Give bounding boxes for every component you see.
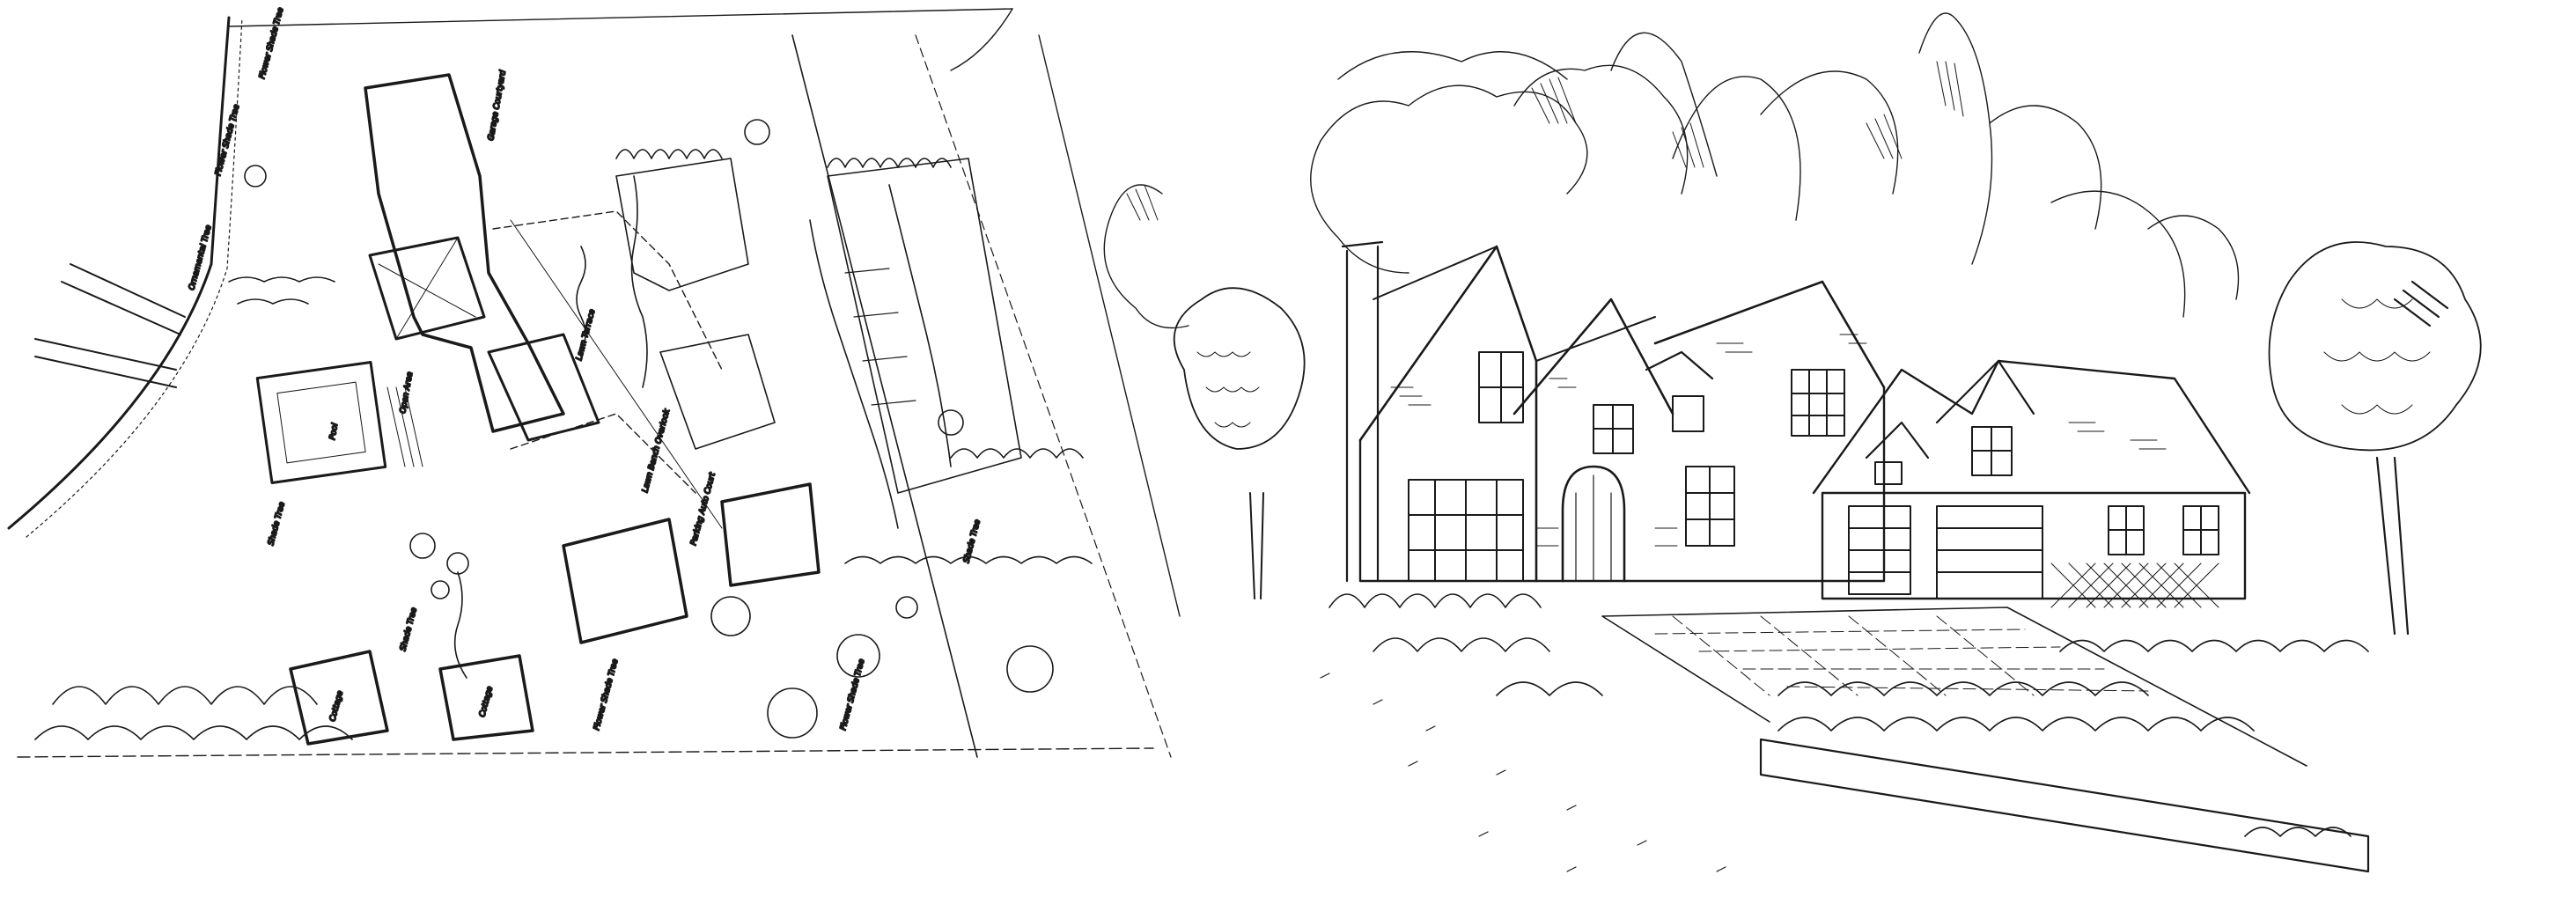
foreground-shrubs xyxy=(1328,593,2369,837)
garage-wing-dormer xyxy=(1865,359,2035,460)
label-pool: Pool xyxy=(328,423,340,441)
house-wing-right xyxy=(487,333,600,442)
label-garage-courtyard: Garage Courtyard xyxy=(487,70,508,142)
label-tree-1: Flower Shade Tree xyxy=(258,6,285,79)
label-tree-7: Flower Shade Tree xyxy=(839,658,866,731)
pool-outline xyxy=(255,361,387,484)
label-tree-2: Flower Shade Tree xyxy=(214,103,241,176)
main-windows xyxy=(1408,351,1845,582)
property-line-top xyxy=(228,8,1013,27)
garden-room-2 xyxy=(659,334,776,450)
street-line-2 xyxy=(915,34,1172,758)
right-tree xyxy=(2268,241,2482,636)
lawn-marks xyxy=(1320,673,1726,872)
driveway-spur-2 xyxy=(34,338,177,388)
front-garden-wall xyxy=(1759,738,2370,873)
road-edge xyxy=(7,16,231,530)
pool-inner xyxy=(276,381,366,464)
pool-terrace-hatch xyxy=(386,386,423,467)
paving-grid xyxy=(1654,615,2149,696)
roof-line-main xyxy=(1373,246,1656,362)
gable-dormer xyxy=(1645,350,1714,380)
label-lawn-bench-overlook: Lawn Bench Overlook xyxy=(641,408,672,494)
house-wing-left xyxy=(368,236,486,341)
garage-wing-roof xyxy=(1812,359,2251,495)
street-line-1 xyxy=(791,34,978,758)
label-tree-5: Shade Tree xyxy=(399,607,419,652)
chimney xyxy=(1341,240,1384,583)
garage-2-footprint xyxy=(720,482,821,587)
cottage-right-footprint xyxy=(438,654,534,741)
garden-room-1 xyxy=(615,158,749,291)
garage-footprint xyxy=(562,518,688,644)
house-cross-hatch xyxy=(378,237,476,340)
parking-court xyxy=(827,158,1022,494)
plan-trees xyxy=(244,119,1054,739)
shrub-masses xyxy=(34,149,1093,740)
tree-hatching xyxy=(1126,61,1964,221)
garden-path-2 xyxy=(510,413,696,494)
arched-door xyxy=(1561,465,1626,583)
label-cottage-left: Cottage xyxy=(328,689,345,722)
cottage-left-footprint xyxy=(289,650,389,746)
garage-windows xyxy=(1874,426,2219,555)
house-perspective-drawing xyxy=(1103,12,2482,873)
label-tree-8: Shade Tree xyxy=(962,518,983,564)
diagonal-walk xyxy=(510,219,723,529)
road-edge-inner xyxy=(26,17,243,538)
label-tree-6: Flower Shade Tree xyxy=(592,658,620,731)
label-parking-auto-court: Parking Auto Court xyxy=(689,472,718,547)
site-plan-drawing: Garage Courtyard Pool Open Area Lawn Ter… xyxy=(7,5,1181,758)
main-house-footprint xyxy=(364,73,565,433)
garage-doors xyxy=(1848,505,2043,599)
left-tree xyxy=(1173,287,1306,599)
background-trees xyxy=(1103,12,2240,329)
brick-texture xyxy=(1390,334,2167,547)
garden-path xyxy=(492,210,723,371)
driveway-spur-1 xyxy=(61,263,186,335)
arched-door-panels xyxy=(1575,474,1612,582)
label-cottage-right: Cottage xyxy=(478,685,495,717)
courtyard-paving xyxy=(1601,607,2307,767)
garage-wing-wall xyxy=(1821,491,2247,600)
label-lawn-terrace: Lawn Terrace xyxy=(575,308,597,362)
property-curve-right xyxy=(950,8,1013,71)
label-tree-3: Ornamental Tree xyxy=(188,224,213,290)
label-open-area: Open Area xyxy=(399,371,415,415)
trellis xyxy=(2050,562,2219,608)
gable-left xyxy=(1358,245,1538,583)
gable-center xyxy=(1512,298,1674,415)
street-line-3 xyxy=(1038,34,1181,617)
property-line-bottom xyxy=(17,747,1154,758)
gable-right-main xyxy=(1653,280,1886,389)
label-tree-4: Shade Tree xyxy=(267,501,287,547)
parking-stalls xyxy=(844,268,916,406)
